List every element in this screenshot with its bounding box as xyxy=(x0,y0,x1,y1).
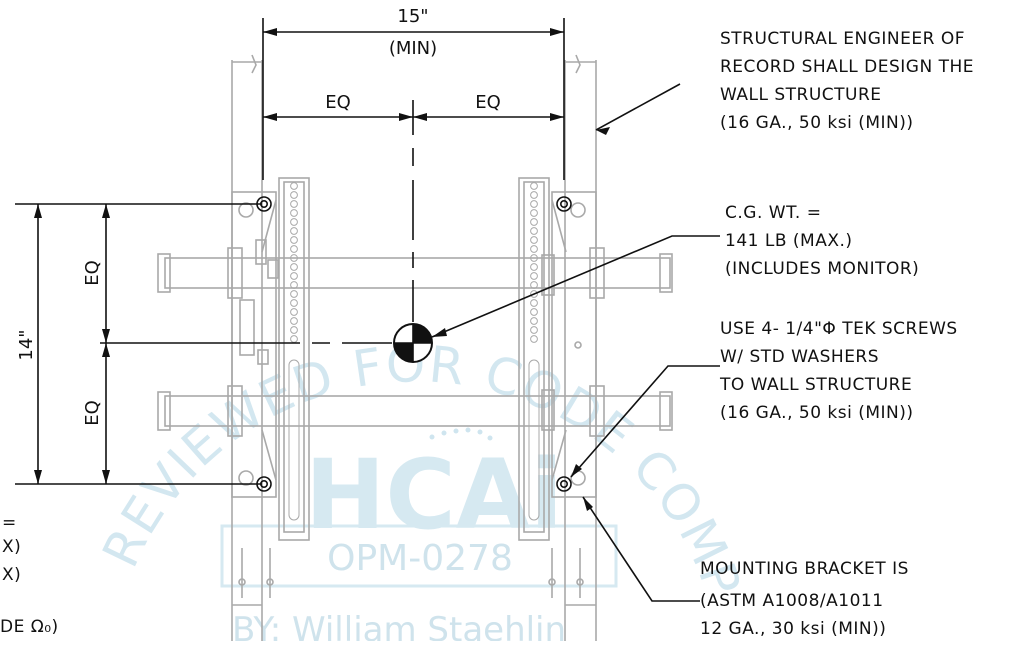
left-bracket xyxy=(231,177,310,598)
dimension-lines xyxy=(15,18,565,485)
bracket-note: MOUNTING BRACKET IS (ASTM A1008/A1011 12… xyxy=(700,559,915,639)
slot-hole xyxy=(530,209,538,217)
slot-hole xyxy=(290,263,298,271)
slot-hole xyxy=(290,209,298,217)
mount-arms xyxy=(157,247,673,437)
eq-lower-label: EQ xyxy=(82,400,103,426)
width-dimension: 15" xyxy=(397,6,428,27)
slot-hole xyxy=(290,218,298,226)
stamp-id-box xyxy=(220,524,618,588)
slot-hole xyxy=(290,272,298,280)
slot-hole xyxy=(530,326,538,334)
leader-lines xyxy=(431,83,720,602)
slot-hole xyxy=(530,281,538,289)
slot-hole xyxy=(530,191,538,199)
right-bracket xyxy=(518,177,597,598)
slot-hole xyxy=(290,182,298,190)
width-dimension-min: (MIN) xyxy=(389,38,437,59)
eq-right-label: EQ xyxy=(475,92,501,113)
screws-note: USE 4- 1/4"Φ TEK SCREWS W/ STD WASHERS T… xyxy=(719,319,964,423)
slot-hole xyxy=(290,227,298,235)
stamp-id: OPM-0278 xyxy=(327,538,513,579)
height-dimension: 14" xyxy=(16,329,37,360)
review-stamp-watermark: REVIEWED FOR CODE COMPLIANCE HCAi OPM-02… xyxy=(0,0,750,645)
cg-symbol xyxy=(393,323,433,363)
cg-weight-note: C.G. WT. = 141 LB (MAX.) (INCLUDES MONIT… xyxy=(725,203,919,279)
slot-hole xyxy=(530,263,538,271)
slot-hole xyxy=(530,317,538,325)
slot-hole xyxy=(290,281,298,289)
slot-hole xyxy=(530,290,538,298)
slot-hole xyxy=(530,299,538,307)
slot-hole xyxy=(290,317,298,325)
slot-hole xyxy=(530,254,538,262)
slot-hole xyxy=(530,200,538,208)
slot-hole xyxy=(530,308,538,316)
slot-hole xyxy=(530,335,538,343)
bracket-slot-holes xyxy=(288,182,540,521)
slot-hole xyxy=(290,335,298,343)
stamp-reviewer: BY: William Staehlin xyxy=(232,610,566,641)
slot-hole xyxy=(290,245,298,253)
slot-hole xyxy=(290,290,298,298)
slot-hole xyxy=(290,326,298,334)
wall-structure-note: STRUCTURAL ENGINEER OF RECORD SHALL DESI… xyxy=(720,29,980,133)
slot-hole xyxy=(290,200,298,208)
slot-hole xyxy=(530,245,538,253)
eq-left-label: EQ xyxy=(325,92,351,113)
stamp-logo: HCAi xyxy=(305,439,563,551)
slot-hole xyxy=(530,218,538,226)
slot-hole xyxy=(530,227,538,235)
eq-upper-label: EQ xyxy=(82,260,103,286)
bracket-slot xyxy=(288,359,300,521)
slot-hole xyxy=(290,254,298,262)
centerlines xyxy=(100,100,414,344)
bracket-slot xyxy=(528,359,540,521)
left-cut-note: = X) X) DE Ω₀) xyxy=(0,513,59,637)
slot-hole xyxy=(290,308,298,316)
slot-hole xyxy=(290,191,298,199)
slot-hole xyxy=(290,299,298,307)
slot-hole xyxy=(530,236,538,244)
slot-hole xyxy=(530,182,538,190)
slot-hole xyxy=(290,236,298,244)
slot-hole xyxy=(530,272,538,280)
